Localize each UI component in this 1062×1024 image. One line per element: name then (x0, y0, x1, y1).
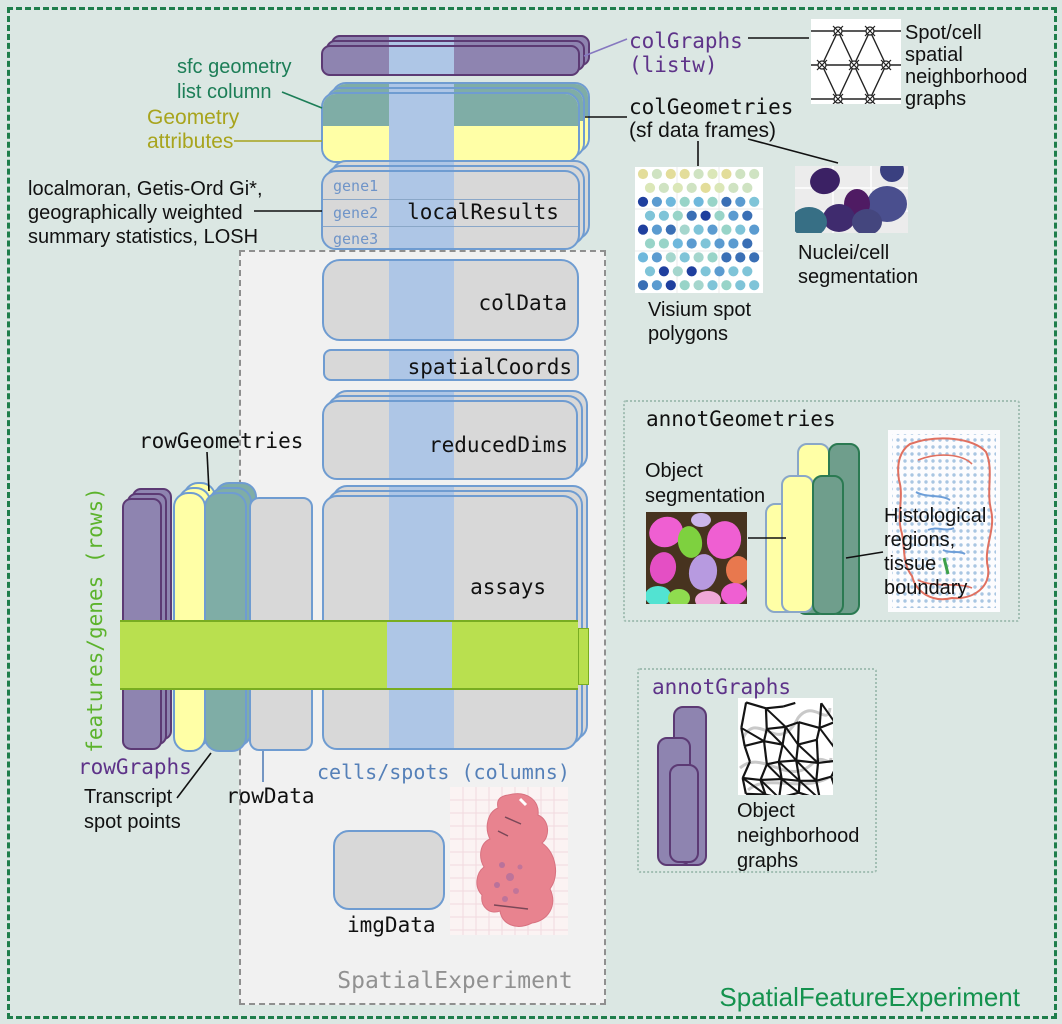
row-geometries-label: rowGeometries (139, 429, 304, 453)
col-geometries-stack (321, 92, 580, 163)
cells-spots-axis-label: cells/spots (columns) (317, 760, 570, 784)
annot-graphs-label: annotGraphs (652, 675, 792, 699)
attributes-label: attributes (147, 130, 234, 153)
spatial-experiment-label: SpatialExperiment (337, 968, 573, 994)
annot-graphs-box (637, 668, 877, 873)
histological-regions-image (888, 430, 1000, 612)
nuclei-caption: Nuclei/cell segmentation (798, 242, 919, 288)
assays-label: assays (470, 575, 546, 599)
col-geometries-label: colGeometries (629, 95, 794, 119)
annot-geometries-box (623, 400, 1020, 622)
col-data-rect: colData (322, 259, 579, 341)
spatial-feature-experiment-frame (7, 7, 1057, 1019)
he-tissue-image (450, 787, 568, 935)
col-geometries-sub-label: (sf data frames) (629, 119, 777, 142)
geometry-label: Geometry (147, 106, 240, 129)
transcript-caption: Transcript spot points (84, 786, 181, 833)
col-graphs-label: colGraphs (629, 29, 743, 53)
visium-caption: Visium spot polygons (648, 299, 752, 345)
visium-spot-polygons-image (635, 167, 763, 293)
col-graphs-sub-label: (listw) (629, 53, 718, 77)
col-data-label: colData (478, 291, 567, 315)
object-neighborhood-caption: Object neighborhood graphs (737, 800, 860, 872)
annot-graphs-stack-front (669, 764, 699, 863)
spot-cell-caption: Spot/cell spatial neighborhood graphs (905, 22, 1028, 110)
list-column-label: list column (177, 81, 272, 103)
local-stats-label: localmoran, Getis-Ord Gi*, geographicall… (28, 178, 263, 248)
band-crossing (387, 622, 452, 688)
local-results-stack: gene1 gene2 gene3 localResults (321, 170, 580, 250)
spatial-coords-label: spatialCoords (407, 355, 572, 379)
gene3-row-label: gene3 (333, 230, 379, 248)
features-row-band-tab (578, 628, 589, 685)
gene1-row-label: gene1 (333, 177, 379, 195)
reduced-dims-label: reducedDims (428, 433, 568, 457)
annot-geometries-label: annotGeometries (646, 407, 836, 431)
spatial-feature-experiment-label: SpatialFeatureExperiment (719, 982, 1020, 1012)
spatial-coords-rect: spatialCoords (323, 349, 579, 381)
nuclei-segmentation-image (795, 166, 908, 233)
gene2-row-label: gene2 (333, 204, 379, 222)
img-data-rect (333, 830, 445, 910)
features-genes-axis-label: features/genes (rows) (83, 487, 107, 753)
sfc-geometry-label: sfc geometry (177, 56, 292, 78)
spot-cell-graph-image (811, 19, 901, 104)
object-segmentation-caption: Object segmentation (645, 460, 766, 507)
img-data-label: imgData (347, 913, 436, 937)
row-graphs-label: rowGraphs (78, 755, 192, 779)
features-row-band (120, 620, 578, 690)
object-segmentation-image (646, 512, 747, 604)
row-data-label: rowData (226, 784, 315, 808)
col-graphs-stack (321, 45, 580, 76)
reduced-dims-stack: reducedDims (322, 400, 578, 480)
histological-caption: Histological regions, tissue boundary (884, 505, 987, 599)
object-neighborhood-graph-image (738, 698, 833, 795)
local-results-label: localResults (407, 200, 559, 224)
